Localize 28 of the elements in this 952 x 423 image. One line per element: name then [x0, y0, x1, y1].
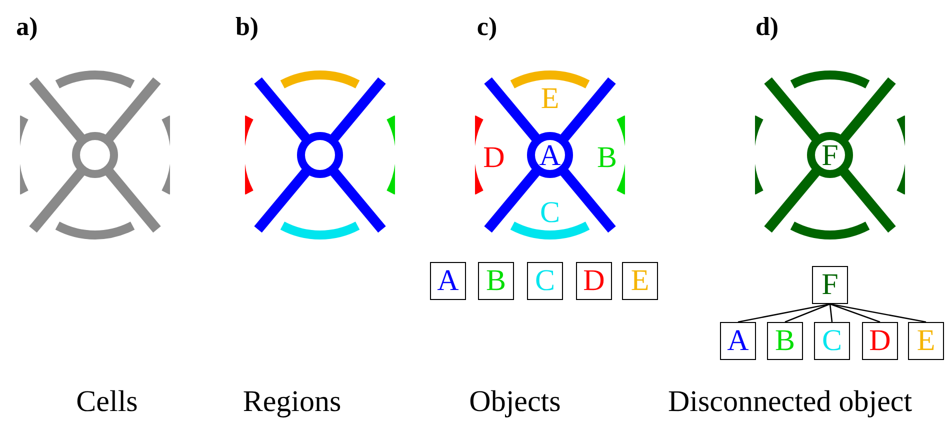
- region-letter: D: [483, 143, 505, 173]
- letter-box: B: [767, 322, 803, 360]
- letter-box: A: [430, 262, 466, 300]
- letter-box: E: [908, 322, 944, 360]
- panel-caption: Objects: [469, 387, 561, 417]
- panel-caption: Regions: [242, 387, 342, 417]
- connector-line: [784, 303, 830, 323]
- letter-box: C: [814, 322, 850, 360]
- letter-box: D: [862, 322, 898, 360]
- object-letter: F: [822, 141, 838, 171]
- letter-box: B: [478, 262, 514, 300]
- region-letter: B: [597, 143, 617, 173]
- panel-letter: c): [476, 14, 498, 40]
- letter-box: E: [622, 262, 658, 300]
- panel-caption: Disconnected object: [668, 387, 912, 417]
- connector-line: [830, 303, 880, 323]
- region-letter: A: [539, 141, 561, 171]
- letter-box: F: [812, 266, 848, 304]
- letter-box: C: [527, 262, 563, 300]
- region-letter: E: [540, 84, 560, 114]
- region-letter: C: [540, 198, 560, 228]
- panel-letter: b): [235, 14, 259, 40]
- letter-box: A: [720, 322, 756, 360]
- panel-caption: Cells: [76, 387, 138, 417]
- connector-line: [829, 304, 833, 322]
- panel-letter: a): [16, 14, 38, 40]
- panel-letter: d): [755, 14, 779, 40]
- letter-box: D: [576, 262, 612, 300]
